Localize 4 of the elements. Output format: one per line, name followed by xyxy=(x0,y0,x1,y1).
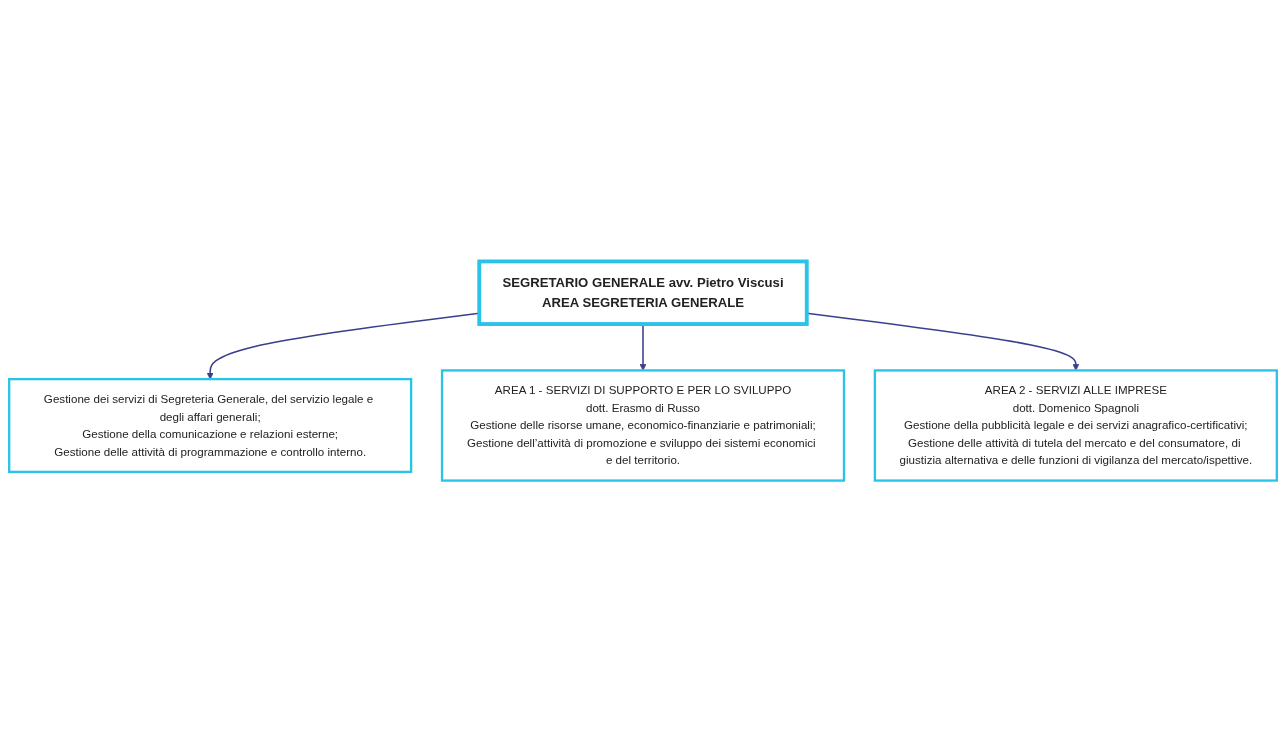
node-box: AREA 1 - SERVIZI DI SUPPORTO E PER LO SVILUPPO dott. Erasmo di Russo Gestione delle risorse umane, economico-finanziarie e patrimoniali; Gestione dell’attività di promozione e sviluppo dei sistemi economici e del territorio. xyxy=(440,369,846,482)
node-box: SEGRETARIO GENERALE avv. Pietro Viscusi AREA SEGRETERIA GENERALE xyxy=(477,259,809,326)
node-box: Gestione dei servizi di Segreteria Generale, del servizio legale e degli affari generali; Gestione della comunicazione e relazioni esterne; Gestione delle attività di programmazione e controllo interno. xyxy=(8,377,413,474)
node-box: AREA 2 - SERVIZI ALLE IMPRESE dott. Domenico Spagnoli Gestione della pubblicità legale e dei servizi anagrafico-certificativi; Gestione delle attività di tutela del mercato e del consumatore, di giustizia alternativa e delle funzioni di vigilanza del mercato/ispettive. xyxy=(873,369,1278,482)
